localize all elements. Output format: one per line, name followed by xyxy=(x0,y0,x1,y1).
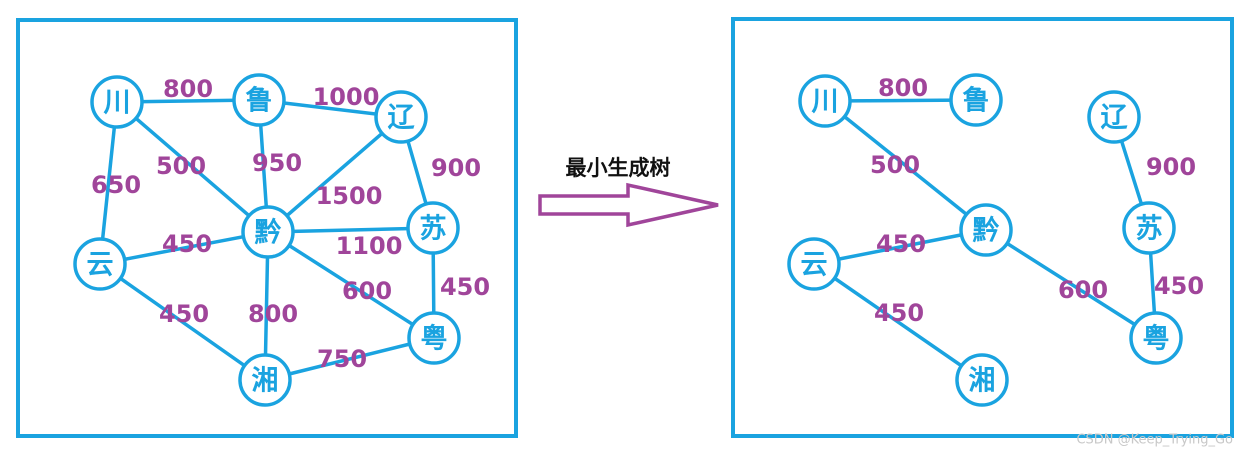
original-node-circle-liao xyxy=(374,90,428,144)
original-edge-yun-xiang xyxy=(98,262,267,382)
original-edge-yun-qian xyxy=(98,230,270,266)
original-node-label-yue: 粤 xyxy=(421,323,448,355)
mst-node-su: 苏 xyxy=(1122,201,1176,255)
mst-node-label-chuan: 川 xyxy=(812,87,839,118)
watermark: CSDN @Keep_Trying_Go xyxy=(1076,433,1233,448)
mst-node-liao: 辽 xyxy=(1087,90,1141,144)
mst-node-circle-chuan xyxy=(798,74,852,128)
original-edge-weight-chuan-lu: 800 xyxy=(163,75,213,103)
original-edge-weight-yun-xiang: 450 xyxy=(159,300,209,328)
mst-edge-weight-su-yue: 450 xyxy=(1154,272,1204,300)
original-edge-qian-su xyxy=(266,226,435,234)
mst-edge-yun-xiang xyxy=(812,262,984,382)
mst-node-circle-yun xyxy=(787,237,841,291)
original-edge-liao-qian xyxy=(266,115,403,234)
original-node-circle-chuan xyxy=(90,75,144,129)
original-node-label-su: 苏 xyxy=(420,214,447,245)
right-arrow-icon xyxy=(538,182,719,228)
mst-node-qian: 黔 xyxy=(959,203,1013,257)
original-node-circle-yun xyxy=(73,237,127,291)
mst-edge-qian-yue xyxy=(984,228,1158,340)
original-edge-weight-su-yue: 450 xyxy=(440,273,490,301)
original-edge-weight-lu-qian: 950 xyxy=(252,149,302,177)
mst-graph-frame xyxy=(731,17,1234,438)
mst-node-yue: 粤 xyxy=(1129,311,1183,365)
original-node-xiang: 湘 xyxy=(238,353,292,407)
mst-node-label-su: 苏 xyxy=(1136,214,1163,245)
original-edge-qian-yue xyxy=(266,230,436,340)
original-node-label-xiang: 湘 xyxy=(252,366,279,397)
original-node-label-lu: 鲁 xyxy=(246,86,273,117)
original-edge-xiang-yue xyxy=(263,336,436,382)
mst-edge-weight-qian-yue: 600 xyxy=(1058,276,1108,304)
mst-node-label-liao: 辽 xyxy=(1101,103,1128,134)
mst-node-chuan: 川 xyxy=(798,74,852,128)
mst-node-circle-su xyxy=(1122,201,1176,255)
mst-node-xiang: 湘 xyxy=(955,353,1009,407)
original-node-circle-xiang xyxy=(238,353,292,407)
original-edge-chuan-yun xyxy=(98,100,119,266)
original-edge-weight-chuan-yun: 650 xyxy=(91,171,141,199)
original-edge-weight-qian-su: 1100 xyxy=(336,232,403,260)
original-node-su: 苏 xyxy=(406,201,460,255)
original-node-qian: 黔 xyxy=(241,205,295,259)
original-node-label-qian: 黔 xyxy=(255,217,282,249)
original-edge-weight-qian-yue: 600 xyxy=(342,277,392,305)
original-node-liao: 辽 xyxy=(374,90,428,144)
original-node-label-yun: 云 xyxy=(87,250,114,281)
original-edge-chuan-qian xyxy=(115,100,270,234)
mst-edge-yun-qian xyxy=(812,228,988,266)
mst-node-circle-lu xyxy=(949,73,1003,127)
original-node-label-chuan: 川 xyxy=(104,88,131,119)
original-node-lu: 鲁 xyxy=(232,73,286,127)
original-edge-weight-lu-liao: 1000 xyxy=(313,83,380,111)
mst-node-circle-qian xyxy=(959,203,1013,257)
original-edge-weight-qian-xiang: 800 xyxy=(248,300,298,328)
mst-edge-weight-liao-su: 900 xyxy=(1146,153,1196,181)
mst-node-lu: 鲁 xyxy=(949,73,1003,127)
mst-edge-chuan-qian xyxy=(823,99,988,232)
mst-node-yun: 云 xyxy=(787,237,841,291)
mst-node-label-yue: 粤 xyxy=(1143,323,1170,355)
original-node-circle-lu xyxy=(232,73,286,127)
original-node-circle-yue xyxy=(407,311,461,365)
original-node-circle-su xyxy=(406,201,460,255)
original-edge-weight-xiang-yue: 750 xyxy=(317,345,367,373)
original-node-circle-qian xyxy=(241,205,295,259)
original-node-yun: 云 xyxy=(73,237,127,291)
original-edge-weight-liao-qian: 1500 xyxy=(316,182,383,210)
mst-edge-weight-chuan-lu: 800 xyxy=(878,74,928,102)
mst-edge-weight-yun-xiang: 450 xyxy=(874,299,924,327)
original-node-label-liao: 辽 xyxy=(388,103,415,134)
mst-node-label-lu: 鲁 xyxy=(963,86,990,117)
mst-edge-weight-yun-qian: 450 xyxy=(876,230,926,258)
mst-node-label-xiang: 湘 xyxy=(969,366,996,397)
mst-node-label-qian: 黔 xyxy=(973,215,1000,247)
mst-node-circle-xiang xyxy=(955,353,1009,407)
arrow-label: 最小生成树 xyxy=(566,156,671,180)
original-edge-weight-chuan-qian: 500 xyxy=(156,152,206,180)
original-graph-frame xyxy=(16,18,518,438)
mst-node-label-yun: 云 xyxy=(801,250,828,281)
transform-arrow: 最小生成树 xyxy=(538,156,719,228)
mst-node-circle-liao xyxy=(1087,90,1141,144)
original-edge-weight-yun-qian: 450 xyxy=(162,230,212,258)
mst-edge-weight-chuan-qian: 500 xyxy=(870,151,920,179)
original-edge-weight-liao-su: 900 xyxy=(431,154,481,182)
original-node-yue: 粤 xyxy=(407,311,461,365)
mst-node-circle-yue xyxy=(1129,311,1183,365)
original-node-chuan: 川 xyxy=(90,75,144,129)
